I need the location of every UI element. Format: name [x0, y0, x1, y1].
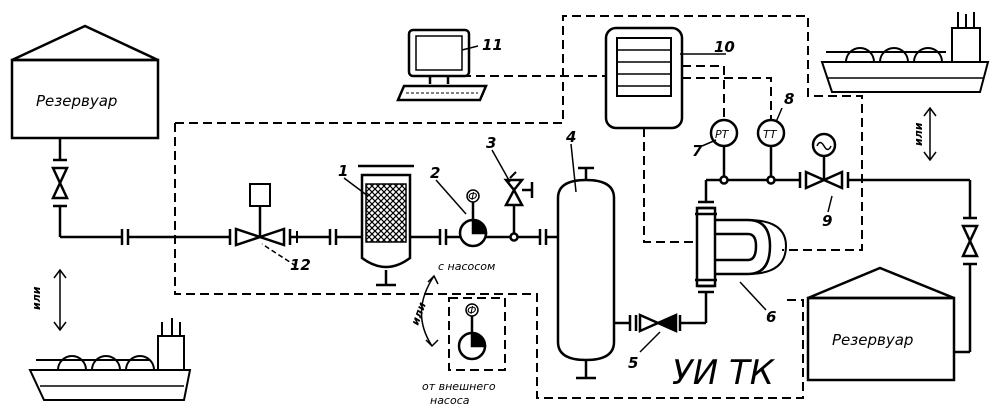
- callout-4: 4: [565, 128, 576, 146]
- pressure-transmitter-7: [709, 118, 739, 176]
- right-reservoir: [806, 266, 956, 382]
- coriolis-meter-6: [695, 206, 788, 288]
- lng-tanker-top: [820, 12, 990, 93]
- callout-7: 7: [692, 142, 703, 160]
- pump-phi-label: Ф: [468, 190, 477, 203]
- callout-9: 9: [822, 212, 832, 230]
- external-pump: [457, 303, 487, 361]
- external-pump-phi-label: Ф: [467, 304, 476, 317]
- or-label-right: или: [912, 122, 925, 146]
- callout-5: 5: [628, 354, 638, 372]
- computer-workstation-11: [396, 28, 488, 102]
- safety-valve-3: [503, 171, 534, 242]
- lng-tanker-bottom: [28, 318, 192, 401]
- left-gate-valve: [51, 158, 69, 208]
- tt-label: TT: [763, 128, 778, 141]
- pt-label: PT: [715, 128, 730, 141]
- callout-12: 12: [290, 256, 311, 274]
- pump-2: [458, 189, 488, 248]
- callout-1: 1: [338, 162, 348, 180]
- callout-11: 11: [482, 36, 503, 54]
- callout-10: 10: [714, 38, 735, 56]
- external-pump-label-line2: насоса: [430, 394, 470, 407]
- flow-computer-10: [604, 26, 684, 130]
- control-valve-12: [228, 183, 292, 247]
- right-reservoir-label: Резервуар: [832, 331, 913, 349]
- callout-3: 3: [486, 134, 496, 152]
- leader-lines: [53, 45, 937, 353]
- callout-8: 8: [784, 90, 794, 108]
- control-valve-9: [798, 132, 850, 190]
- external-pump-label-line1: от внешнего: [422, 380, 496, 393]
- unit-title: УИ ТК: [672, 353, 776, 393]
- filter-1: [358, 164, 414, 287]
- left-reservoir-label: Резервуар: [36, 92, 117, 110]
- or-label-left: или: [30, 286, 43, 310]
- callout-6: 6: [766, 308, 776, 326]
- right-gate-valve: [961, 216, 979, 266]
- separator-vessel-4: [556, 166, 616, 380]
- pump-note-label: с насосом: [438, 260, 495, 273]
- left-reservoir: [10, 24, 160, 140]
- callout-2: 2: [430, 164, 440, 182]
- valve-5: [638, 313, 678, 333]
- or-label-pump: или: [409, 300, 429, 327]
- unit-boundary: [174, 15, 863, 399]
